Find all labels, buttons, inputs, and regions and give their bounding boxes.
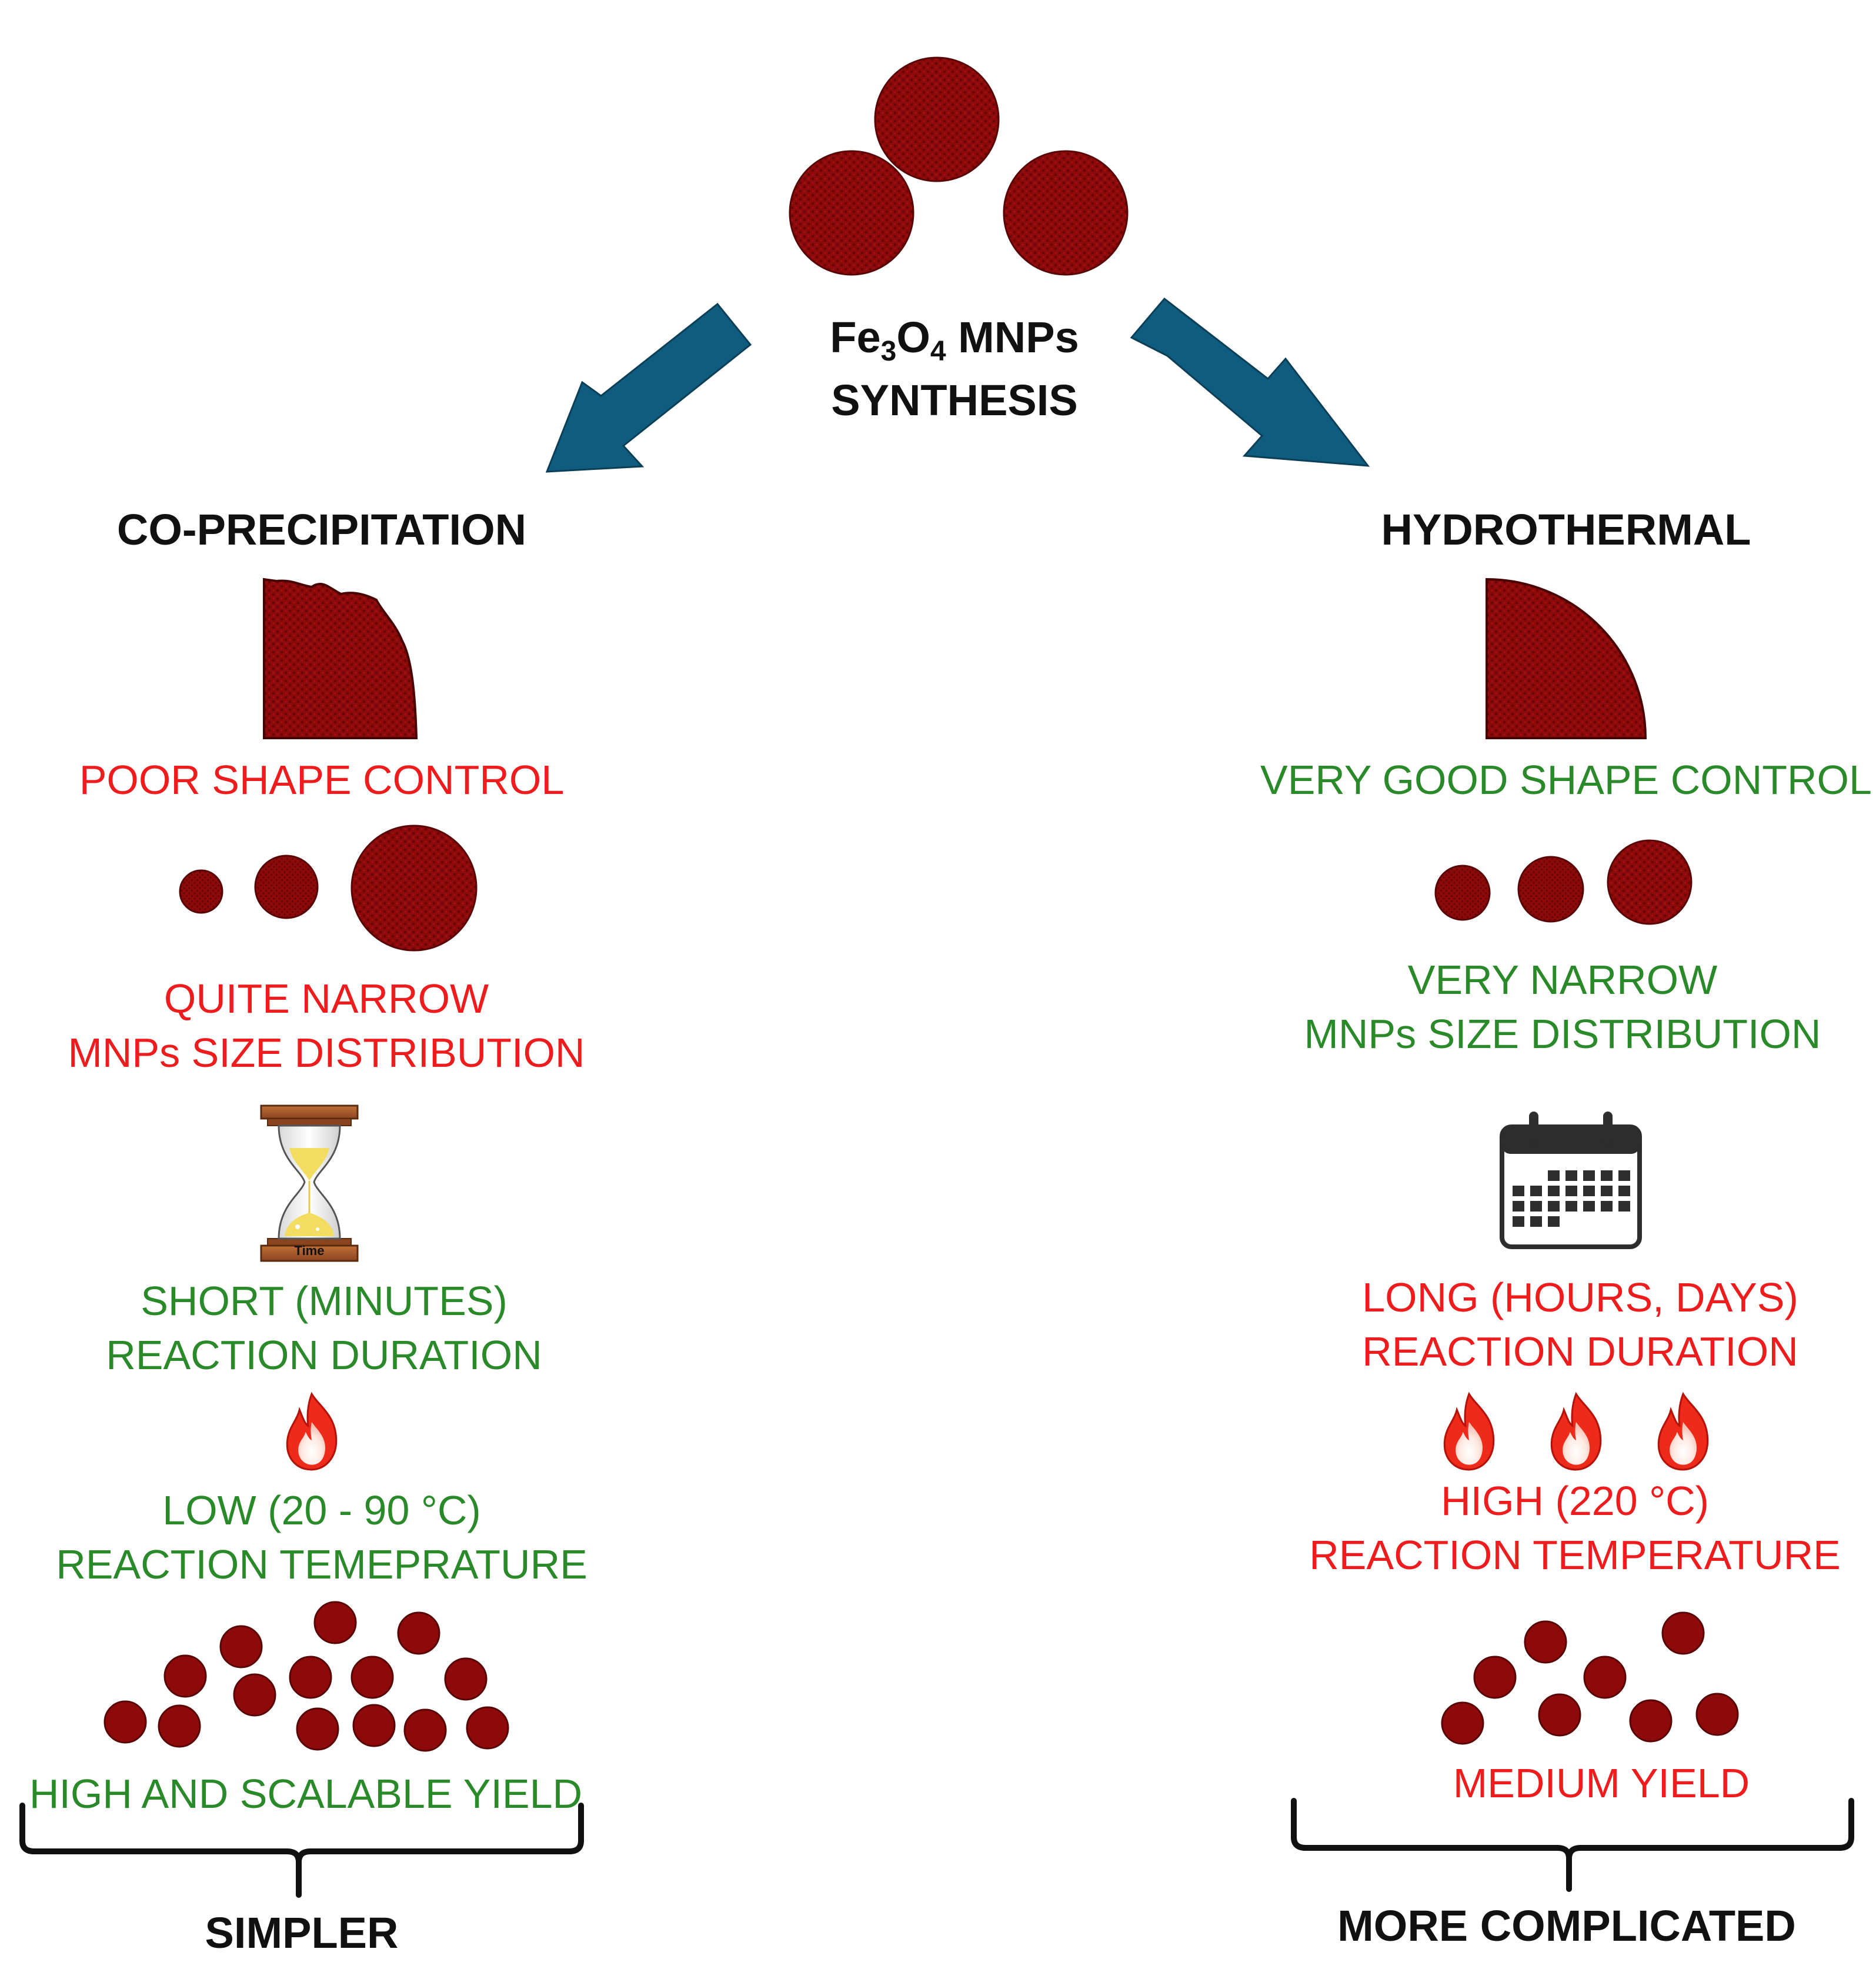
title-synthesis: SYNTHESIS xyxy=(831,376,1078,425)
title-mnps: MNPs xyxy=(946,313,1079,362)
flame-icon xyxy=(286,1393,338,1471)
title-element-fe: Fe xyxy=(830,313,881,362)
arrow-icon xyxy=(1130,297,1370,467)
flame-icon xyxy=(1550,1393,1602,1471)
right-size-line2: MNPs SIZE DISTRIBUTION xyxy=(1304,1011,1821,1057)
calendar-icon xyxy=(1500,1112,1642,1249)
left-size-distribution xyxy=(179,825,478,952)
right-temperature-text: HIGH (220 °C) REACTION TEMPERATURE xyxy=(1309,1474,1841,1583)
right-duration-text: LONG (HOURS, DAYS) REACTION DURATION xyxy=(1362,1270,1798,1379)
right-duration-line2: REACTION DURATION xyxy=(1362,1329,1798,1375)
flame-icon xyxy=(1657,1393,1709,1471)
left-yield-text: HIGH AND SCALABLE YIELD xyxy=(29,1771,583,1817)
right-size-line1: VERY NARROW xyxy=(1407,957,1718,1003)
left-duration-text: SHORT (MINUTES) REACTION DURATION xyxy=(106,1274,542,1383)
smooth-particle-shape xyxy=(1486,578,1647,739)
left-temp-line2: REACTION TEMEPRATURE xyxy=(56,1541,587,1588)
top-particle-cluster xyxy=(789,56,1129,276)
left-temp-line1: LOW (20 - 90 °C) xyxy=(162,1487,481,1533)
arrow-icon xyxy=(545,302,752,473)
diagram-title: Fe3O4 MNPs SYNTHESIS xyxy=(830,306,1079,432)
left-duration-line1: SHORT (MINUTES) xyxy=(141,1278,508,1324)
hourglass-label: Time xyxy=(294,1243,325,1258)
left-size-distribution-text: QUITE NARROW MNPs SIZE DISTRIBUTION xyxy=(68,972,585,1080)
right-temp-line1: HIGH (220 °C) xyxy=(1441,1478,1709,1524)
right-duration-line1: LONG (HOURS, DAYS) xyxy=(1362,1274,1798,1320)
right-temp-line2: REACTION TEMPERATURE xyxy=(1309,1532,1841,1578)
curly-brace-icon xyxy=(1291,1798,1854,1892)
left-temperature-text: LOW (20 - 90 °C) REACTION TEMEPRATURE xyxy=(56,1483,587,1592)
flame-icon xyxy=(1443,1393,1495,1471)
left-size-line2: MNPs SIZE DISTRIBUTION xyxy=(68,1030,585,1076)
left-yield-particles xyxy=(104,1601,509,1752)
left-size-line1: QUITE NARROW xyxy=(163,976,489,1022)
title-subscript-4: 4 xyxy=(930,336,946,367)
right-size-distribution xyxy=(1434,839,1693,925)
irregular-particle-shape xyxy=(263,578,418,739)
left-summary: SIMPLER xyxy=(205,1908,399,1957)
curly-brace-icon xyxy=(19,1803,584,1898)
title-element-o: O xyxy=(896,313,930,362)
right-yield-text: MEDIUM YIELD xyxy=(1453,1760,1750,1806)
left-duration-line2: REACTION DURATION xyxy=(106,1332,542,1379)
right-size-distribution-text: VERY NARROW MNPs SIZE DISTRIBUTION xyxy=(1304,953,1821,1062)
left-heading: CO-PRECIPITATION xyxy=(116,505,527,554)
hourglass-icon xyxy=(260,1104,359,1262)
right-summary: MORE COMPLICATED xyxy=(1337,1901,1796,1950)
right-heading: HYDROTHERMAL xyxy=(1381,505,1751,554)
title-subscript-3: 3 xyxy=(880,336,897,367)
right-yield-particles xyxy=(1441,1611,1739,1745)
right-shape-control: VERY GOOD SHAPE CONTROL xyxy=(1260,757,1872,803)
left-shape-control: POOR SHAPE CONTROL xyxy=(79,757,565,803)
